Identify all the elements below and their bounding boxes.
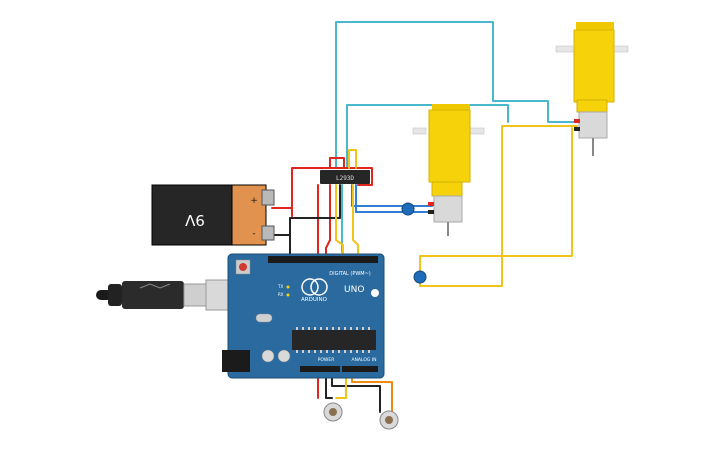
wire-cyan-top-loop — [335, 21, 578, 169]
analog-label: ANALOG IN — [351, 357, 376, 363]
wire-red-driver-pwr — [325, 184, 331, 259]
digital-header — [268, 256, 378, 263]
arduino-logo-icon — [301, 278, 319, 296]
battery-minus-label: - — [252, 229, 255, 239]
arduino-uno-board[interactable]: DIGITAL (PWM~) TX RX ARDUINO UNO — [222, 253, 385, 379]
light-sensor-2[interactable] — [379, 410, 399, 430]
tx-label: TX — [277, 284, 283, 289]
dc-motor-1[interactable] — [412, 104, 485, 236]
analog-header — [342, 366, 378, 372]
wire-red-driver-top — [291, 167, 373, 217]
wire-black-battery-minus — [271, 184, 341, 236]
wire-yellow-motor2 — [419, 127, 573, 273]
motor-driver-chip[interactable]: L293D — [320, 170, 370, 184]
capacitor-1[interactable] — [401, 202, 415, 216]
wire-red-battery-plus — [271, 207, 293, 217]
usb-icon — [139, 283, 171, 289]
rx-label: RX — [278, 292, 284, 297]
power-jack[interactable] — [222, 350, 250, 372]
capacitor-2[interactable] — [413, 270, 427, 284]
wire-yellow-driver-3 — [352, 184, 359, 259]
battery-plus-label: + — [250, 196, 258, 206]
wire-yellow-long — [419, 125, 578, 287]
wire-red-loop — [329, 157, 345, 169]
digital-label: DIGITAL (PWM~) — [329, 271, 371, 277]
wire-black-sensor — [325, 371, 333, 399]
arduino-logo: ARDUINO — [301, 297, 328, 303]
wire-yellow-driver-1 — [335, 184, 344, 259]
dc-motor-2[interactable] — [555, 22, 629, 156]
wire-black-sensor2 — [331, 371, 381, 413]
battery-label: 9V — [184, 211, 205, 229]
battery-9v[interactable]: 9V + - — [151, 184, 275, 246]
light-sensor-1[interactable] — [323, 402, 343, 422]
wire-yellow-driver-2 — [348, 149, 357, 169]
battery-minus-terminal[interactable] — [261, 225, 275, 241]
power-label: POWER — [318, 357, 335, 363]
reset-button-cap[interactable] — [239, 263, 247, 271]
microcontroller-chip — [292, 330, 376, 350]
battery-plus-terminal[interactable] — [261, 189, 275, 206]
wire-yellow-sensor — [335, 371, 347, 399]
wire-blue-motor1-b — [355, 184, 433, 213]
wire-cyan-driver-to-motor2 — [346, 104, 509, 169]
wire-blue-motor1-a — [351, 184, 433, 207]
usb-cable[interactable] — [96, 279, 251, 311]
driver-label: L293D — [336, 175, 354, 182]
mount-hole — [371, 289, 379, 297]
power-header — [300, 366, 340, 372]
arduino-model: UNO — [344, 285, 364, 295]
